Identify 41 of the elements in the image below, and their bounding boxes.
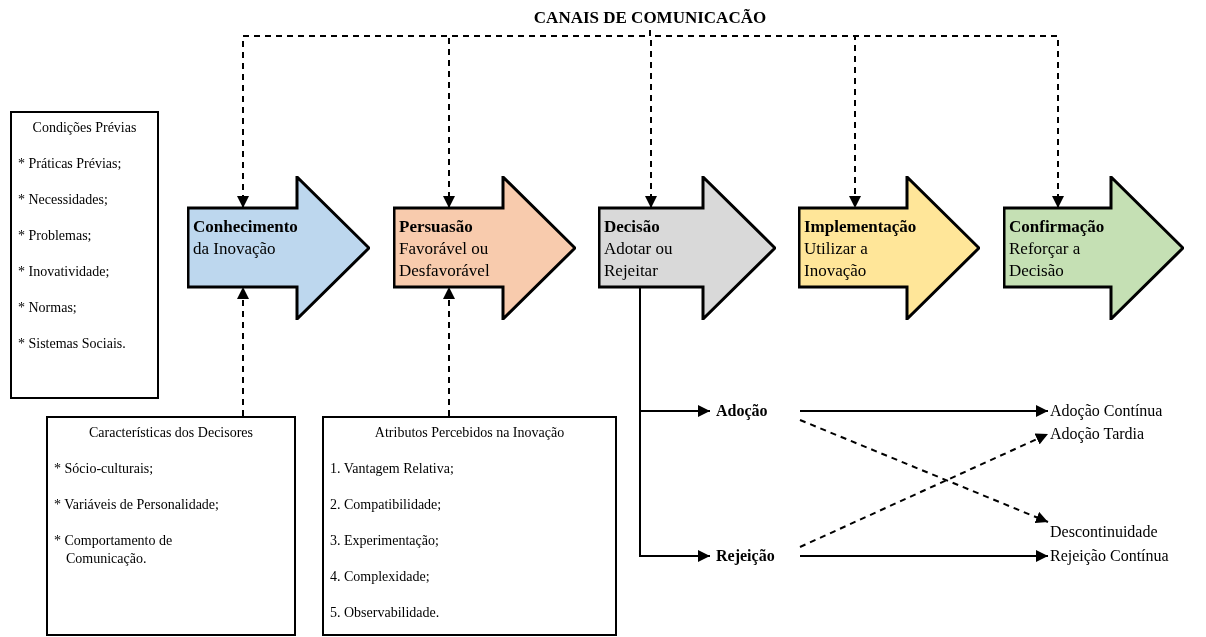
list-item: 2. Compatibilidade; <box>330 496 443 514</box>
stage-description: Favorável ou Desfavorável <box>399 238 491 282</box>
box-heading: Atributos Percebidos na Inovação <box>374 424 565 442</box>
stage-name: Persuasão <box>399 216 474 238</box>
list-item: * Necessidades; <box>18 191 109 209</box>
outcome-result: Descontinuidade <box>1050 522 1158 542</box>
list-item: * Normas; <box>18 299 78 317</box>
arrow <box>799 405 1049 417</box>
list-item: 4. Complexidade; <box>330 568 431 586</box>
stage-name: Decisão <box>604 216 661 238</box>
list-item: * Práticas Prévias; <box>18 155 123 173</box>
list-item: * Problemas; <box>18 227 93 245</box>
list-item: 5. Observabilidade. <box>330 604 441 622</box>
dashed-arrow <box>799 419 1049 523</box>
dashed-arrow <box>649 29 1064 209</box>
list-item: * Variáveis de Personalidade; <box>54 496 220 514</box>
dashed-arrow <box>799 433 1049 548</box>
list-item: * Inovatividade; <box>18 263 111 281</box>
list-item: 3. Experimentação; <box>330 532 440 550</box>
stage-name: Conhecimento <box>193 216 299 238</box>
list-item: * Sócio-culturais; <box>54 460 155 478</box>
stage-description: Reforçar a Decisão <box>1009 238 1082 282</box>
box-heading: Características dos Decisores <box>88 424 254 442</box>
arrow <box>799 550 1049 562</box>
list-item: 1. Vantagem Relativa; <box>330 460 455 478</box>
box-heading: Condições Prévias <box>32 119 137 137</box>
stage-description: Utilizar a Inovação <box>804 238 869 282</box>
outcome-result: Adoção Contínua <box>1050 401 1163 421</box>
channel-heading: CANAIS DE COMUNICACÃO <box>533 7 767 30</box>
outcome-result: Rejeição Contínua <box>1050 546 1169 566</box>
decision-outcome: Rejeição <box>716 546 775 566</box>
stage-name: Confirmação <box>1009 216 1106 238</box>
outcome-result: Adoção Tardia <box>1050 424 1145 444</box>
list-box <box>46 416 296 636</box>
list-box <box>322 416 617 636</box>
stage-description: Adotar ou Rejeitar <box>604 238 674 282</box>
list-item: * Comportamento de Comunicação. <box>54 532 174 568</box>
decision-outcome: Adoção <box>716 401 768 421</box>
list-item: * Sistemas Sociais. <box>18 335 127 353</box>
list-box <box>10 111 159 399</box>
stage-description: da Inovação <box>193 238 277 260</box>
